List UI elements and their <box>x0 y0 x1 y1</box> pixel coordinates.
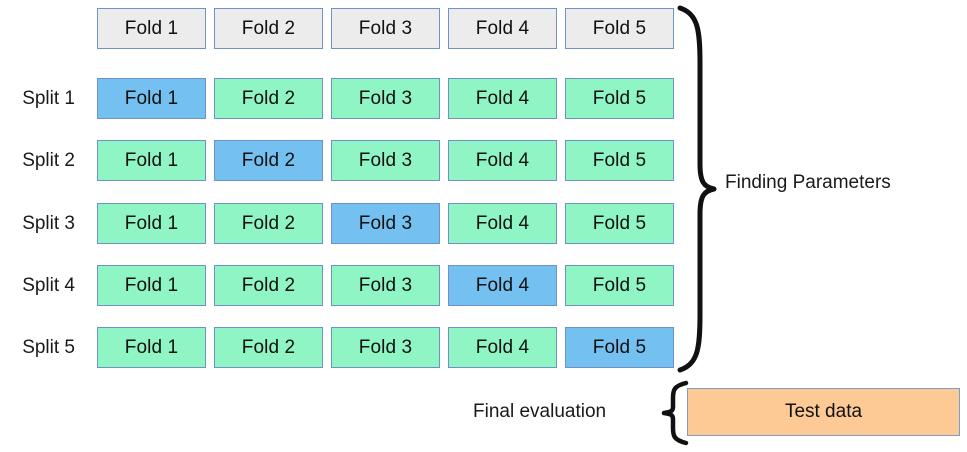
split-row-label: Split 2 <box>22 150 75 171</box>
header-fold-box: Fold 2 <box>214 8 323 49</box>
fold-label: Fold 1 <box>124 150 179 171</box>
training-fold-box: Fold 5 <box>565 265 674 306</box>
fold-label: Fold 4 <box>475 213 530 234</box>
training-fold-box: Fold 4 <box>448 78 557 119</box>
fold-label: Fold 4 <box>475 275 530 296</box>
fold-label: Fold 1 <box>124 88 179 109</box>
fold-label: Fold 3 <box>358 275 413 296</box>
fold-label: Fold 4 <box>475 337 530 358</box>
header-fold-box: Fold 5 <box>565 8 674 49</box>
fold-label: Fold 3 <box>358 150 413 171</box>
header-fold-box: Fold 3 <box>331 8 440 49</box>
final-evaluation-label: Final evaluation <box>473 401 607 422</box>
split-row-label: Split 1 <box>22 88 75 109</box>
fold-label: Fold 3 <box>358 18 413 39</box>
fold-label: Fold 2 <box>241 18 296 39</box>
fold-label: Fold 5 <box>592 150 647 171</box>
training-fold-box: Fold 2 <box>214 78 323 119</box>
fold-label: Fold 2 <box>241 150 296 171</box>
training-fold-box: Fold 1 <box>97 140 206 181</box>
training-fold-box: Fold 1 <box>97 203 206 244</box>
test-data-box: Test data <box>687 388 960 436</box>
fold-label: Fold 2 <box>241 88 296 109</box>
finding-parameters-label: Finding Parameters <box>725 172 891 193</box>
validation-fold-box: Fold 5 <box>565 327 674 368</box>
training-fold-box: Fold 2 <box>214 265 323 306</box>
fold-label: Fold 2 <box>241 275 296 296</box>
training-fold-box: Fold 4 <box>448 203 557 244</box>
training-fold-box: Fold 2 <box>214 203 323 244</box>
training-fold-box: Fold 3 <box>331 327 440 368</box>
validation-fold-box: Fold 1 <box>97 78 206 119</box>
fold-label: Fold 2 <box>241 337 296 358</box>
fold-label: Fold 5 <box>592 88 647 109</box>
test-data-label: Test data <box>784 401 863 422</box>
split-row-label: Split 3 <box>22 213 75 234</box>
fold-label: Fold 5 <box>592 213 647 234</box>
training-fold-box: Fold 5 <box>565 78 674 119</box>
training-fold-box: Fold 5 <box>565 140 674 181</box>
fold-label: Fold 5 <box>592 337 647 358</box>
validation-fold-box: Fold 2 <box>214 140 323 181</box>
fold-label: Fold 1 <box>124 18 179 39</box>
training-fold-box: Fold 2 <box>214 327 323 368</box>
header-fold-box: Fold 4 <box>448 8 557 49</box>
fold-label: Fold 4 <box>475 88 530 109</box>
final-evaluation-brace-icon <box>661 380 689 446</box>
fold-label: Fold 1 <box>124 213 179 234</box>
training-fold-box: Fold 1 <box>97 265 206 306</box>
finding-parameters-brace-icon <box>677 5 717 373</box>
fold-label: Fold 1 <box>124 275 179 296</box>
split-row-label: Split 5 <box>22 337 75 358</box>
fold-label: Fold 4 <box>475 150 530 171</box>
training-fold-box: Fold 4 <box>448 140 557 181</box>
fold-label: Fold 5 <box>592 275 647 296</box>
training-fold-box: Fold 3 <box>331 265 440 306</box>
validation-fold-box: Fold 4 <box>448 265 557 306</box>
training-fold-box: Fold 3 <box>331 78 440 119</box>
validation-fold-box: Fold 3 <box>331 203 440 244</box>
fold-label: Fold 3 <box>358 213 413 234</box>
training-fold-box: Fold 3 <box>331 140 440 181</box>
header-fold-box: Fold 1 <box>97 8 206 49</box>
training-fold-box: Fold 4 <box>448 327 557 368</box>
training-fold-box: Fold 1 <box>97 327 206 368</box>
split-row-label: Split 4 <box>22 275 75 296</box>
fold-label: Fold 5 <box>592 18 647 39</box>
fold-label: Fold 2 <box>241 213 296 234</box>
fold-label: Fold 4 <box>475 18 530 39</box>
fold-label: Fold 3 <box>358 337 413 358</box>
fold-label: Fold 1 <box>124 337 179 358</box>
fold-label: Fold 3 <box>358 88 413 109</box>
training-fold-box: Fold 5 <box>565 203 674 244</box>
